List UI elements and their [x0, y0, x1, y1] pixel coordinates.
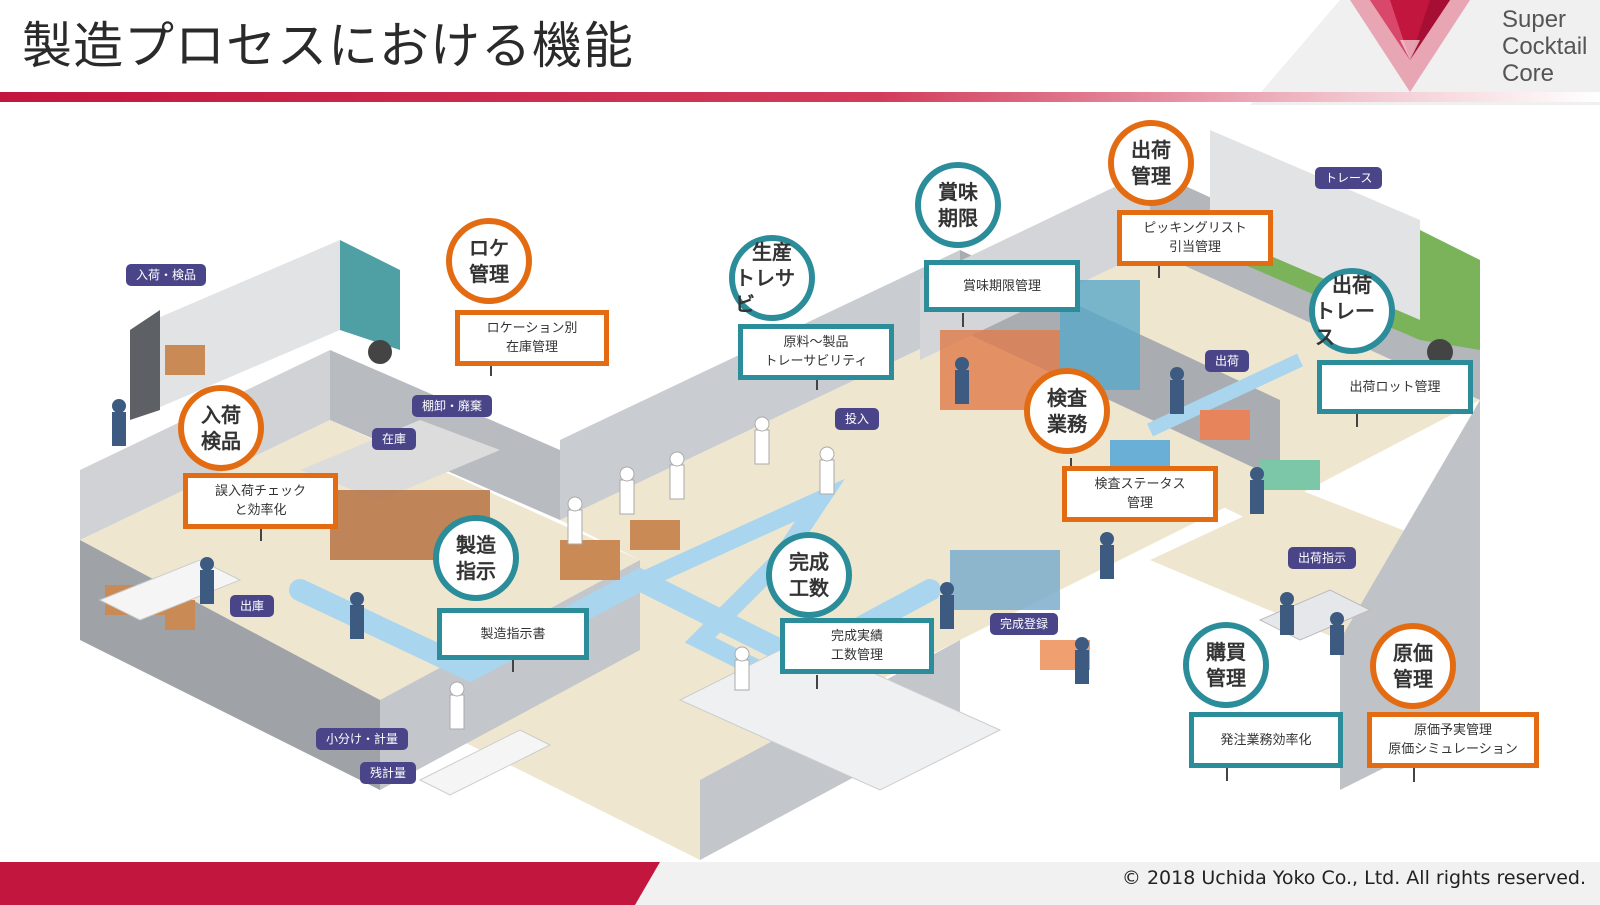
footer-band [0, 862, 1600, 905]
label-ship-instruction: 出荷指示 [1288, 547, 1357, 569]
label-remainder: 残計量 [360, 762, 417, 784]
callout-location-management: ロケ管理 [446, 218, 532, 304]
label-issue: 出庫 [230, 595, 275, 617]
callout-production-traceability: 生産トレサビ [729, 235, 815, 321]
box-purchasing-efficiency: 発注業務効率化 [1189, 712, 1343, 768]
callout-cost-management: 原価管理 [1370, 623, 1456, 709]
page-title: 製造プロセスにおける機能 [22, 17, 634, 75]
copyright: © 2018 Uchida Yoko Co., Ltd. All rights … [1121, 867, 1586, 889]
logo-text: Super Cocktail Core [1502, 6, 1588, 87]
label-stock: 在庫 [372, 428, 417, 450]
box-best-before-management: 賞味期限管理 [924, 260, 1080, 312]
label-inbound: 入荷・検品 [126, 264, 207, 286]
box-cost-simulation: 原価予実管理原価シミュレーション [1367, 712, 1539, 768]
box-shipping-lot: 出荷ロット管理 [1317, 360, 1473, 414]
callout-arrival-inspection: 入荷検品 [178, 385, 264, 471]
label-dispense: 投入 [835, 408, 880, 430]
callout-inspection-tasks: 検査業務 [1024, 368, 1110, 454]
callout-best-before: 賞味期限 [915, 162, 1001, 248]
callout-shipping-management: 出荷管理 [1108, 120, 1194, 206]
box-location-stock: ロケーション別在庫管理 [455, 310, 609, 366]
box-arrival-check: 誤入荷チェックと効率化 [183, 473, 338, 529]
box-inspection-status: 検査ステータス管理 [1062, 466, 1218, 522]
callout-completion-manhours: 完成工数 [766, 532, 852, 618]
callout-purchasing-management: 購買管理 [1183, 622, 1269, 708]
label-completion-reg: 完成登録 [990, 613, 1059, 635]
callout-manufacturing-instruction: 製造指示 [433, 515, 519, 601]
box-manufacturing-order: 製造指示書 [437, 608, 589, 660]
callout-shipping-trace: 出荷トレース [1309, 268, 1395, 354]
label-stocktake: 棚卸・廃棄 [412, 395, 493, 417]
label-trace: トレース [1315, 167, 1383, 189]
label-ship: 出荷 [1205, 350, 1250, 372]
box-picking-list: ピッキングリスト引当管理 [1117, 210, 1273, 266]
box-completion-results: 完成実績工数管理 [780, 618, 934, 674]
header-divider [0, 92, 1600, 102]
label-subdivide: 小分け・計量 [316, 728, 409, 750]
company-logo [1250, 0, 1600, 105]
box-traceability: 原料～製品トレーサビリティ [738, 324, 894, 380]
